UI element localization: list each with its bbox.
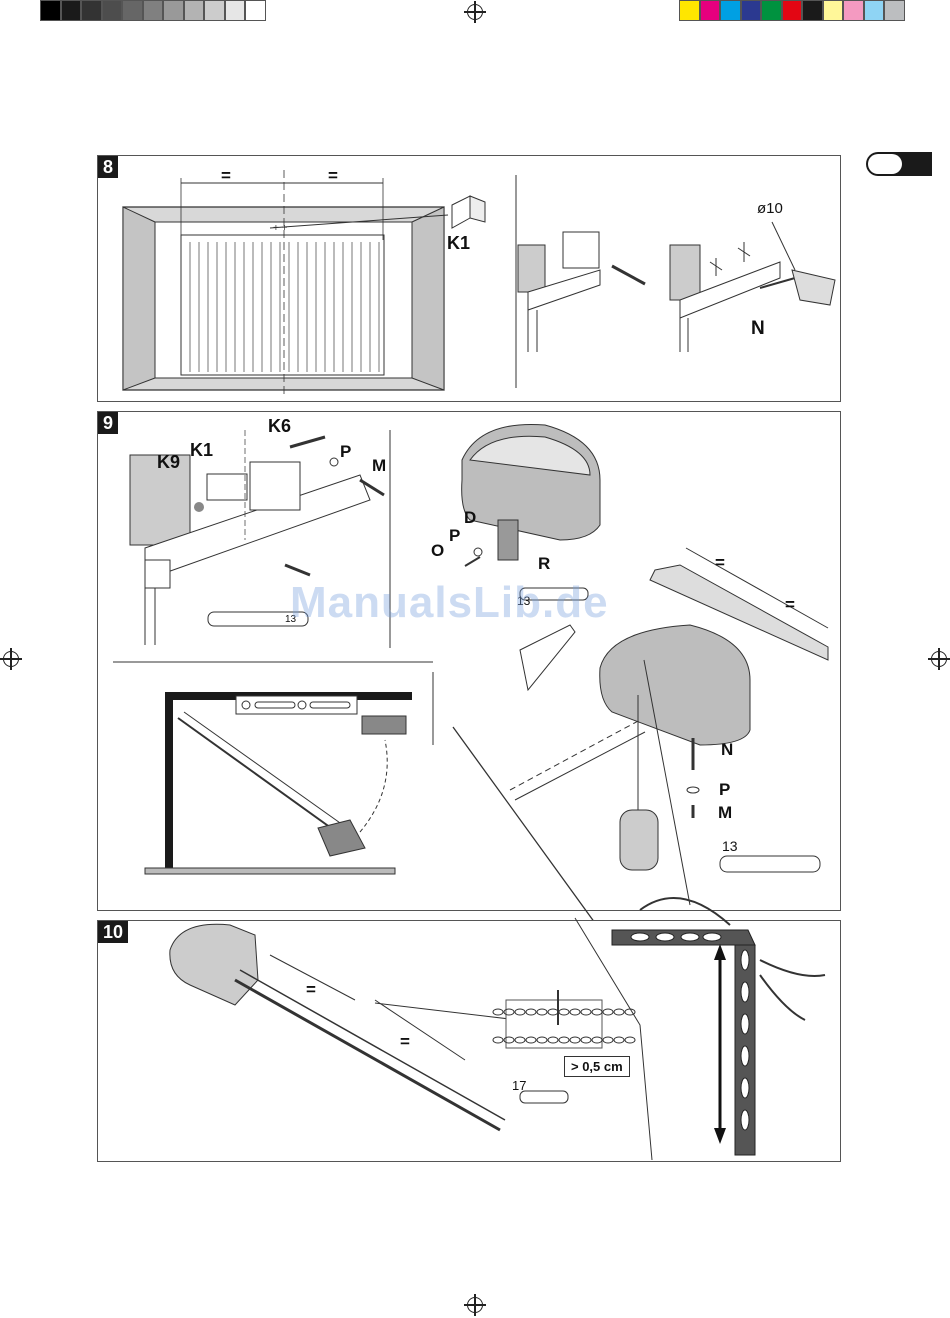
panel-10-equal-1: =	[306, 980, 316, 1000]
panel-10-wrench-size: 17	[512, 1078, 526, 1093]
panel-10-gap-label: > 0,5 cm	[564, 1056, 630, 1077]
panel-10-equal-2: =	[400, 1032, 410, 1052]
watermark: ManualsLib.de	[290, 578, 609, 628]
